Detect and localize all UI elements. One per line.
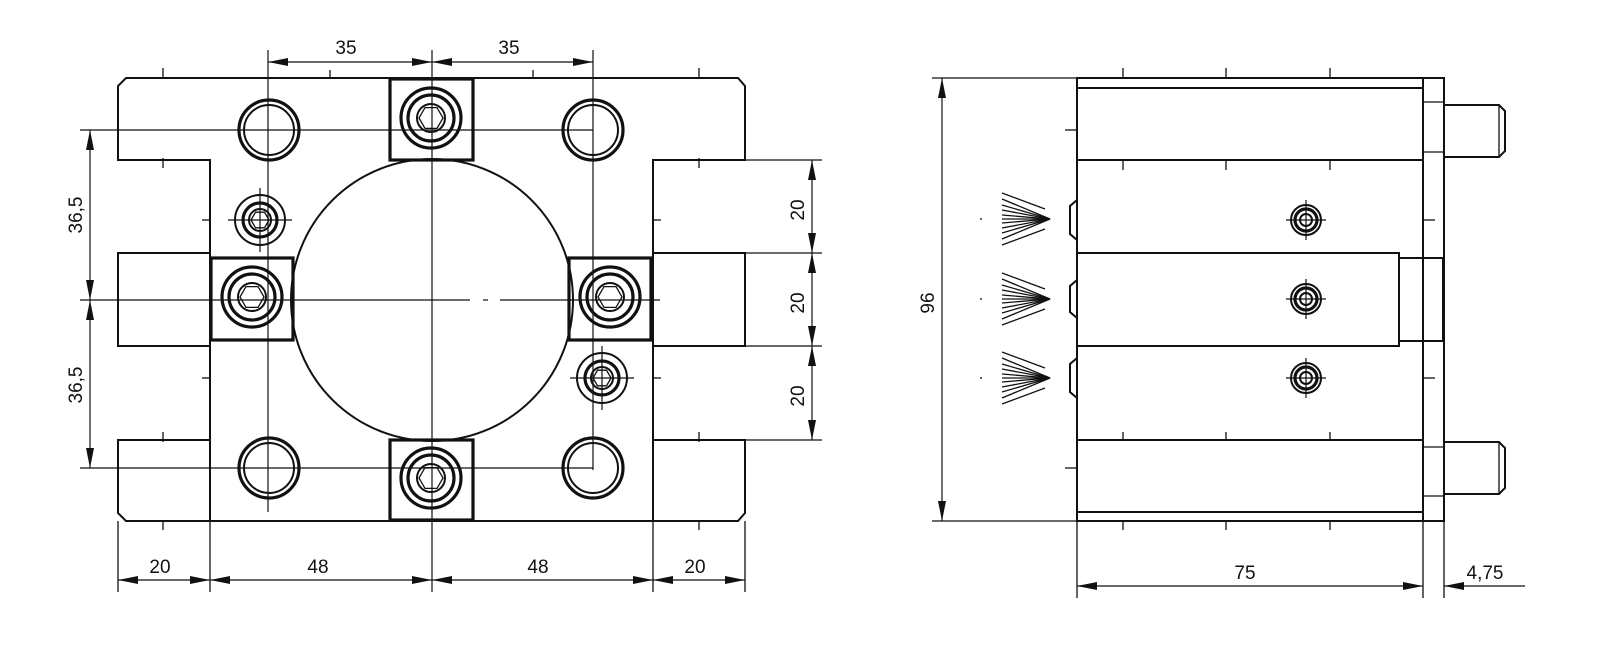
side-screw-upper xyxy=(1284,198,1328,242)
clamp-left xyxy=(209,256,295,342)
shaft-top xyxy=(1444,104,1506,158)
bolt-top xyxy=(399,86,463,150)
dim-bottom-4: 20 xyxy=(684,557,705,578)
dim-left-lower: 36,5 xyxy=(66,367,87,404)
air-jet-upper xyxy=(979,192,1051,246)
bolt-bottom xyxy=(399,446,463,510)
air-jet-lower xyxy=(979,351,1051,405)
air-jet-middle xyxy=(979,272,1051,326)
front-view: 35 35 36,5 36,5 20 20 20 xyxy=(66,38,822,592)
dim-right-upper: 20 xyxy=(788,199,809,220)
shaft-bottom xyxy=(1444,441,1506,495)
dim-length: 75 xyxy=(1234,563,1255,584)
dim-bottom-3: 48 xyxy=(527,557,548,578)
dim-height: 96 xyxy=(918,292,939,313)
dim-right-lower: 20 xyxy=(788,385,809,406)
dim-right-middle: 20 xyxy=(788,292,809,313)
side-view: 96 75 4,75 xyxy=(918,68,1525,598)
dim-left-upper: 36,5 xyxy=(66,197,87,234)
side-slide xyxy=(1076,252,1400,347)
dim-top-right: 35 xyxy=(498,38,519,59)
bolt-right xyxy=(578,265,642,329)
side-flange xyxy=(1422,77,1445,522)
clamp-right xyxy=(567,256,653,342)
side-screw-middle xyxy=(1284,277,1328,321)
side-body xyxy=(1076,77,1424,522)
dim-top-left: 35 xyxy=(335,38,356,59)
dim-offset: 4,75 xyxy=(1467,563,1504,584)
dim-bottom-2: 48 xyxy=(307,557,328,578)
side-screw-lower xyxy=(1284,356,1328,400)
dim-bottom-1: 20 xyxy=(149,557,170,578)
bolt-left xyxy=(220,265,284,329)
